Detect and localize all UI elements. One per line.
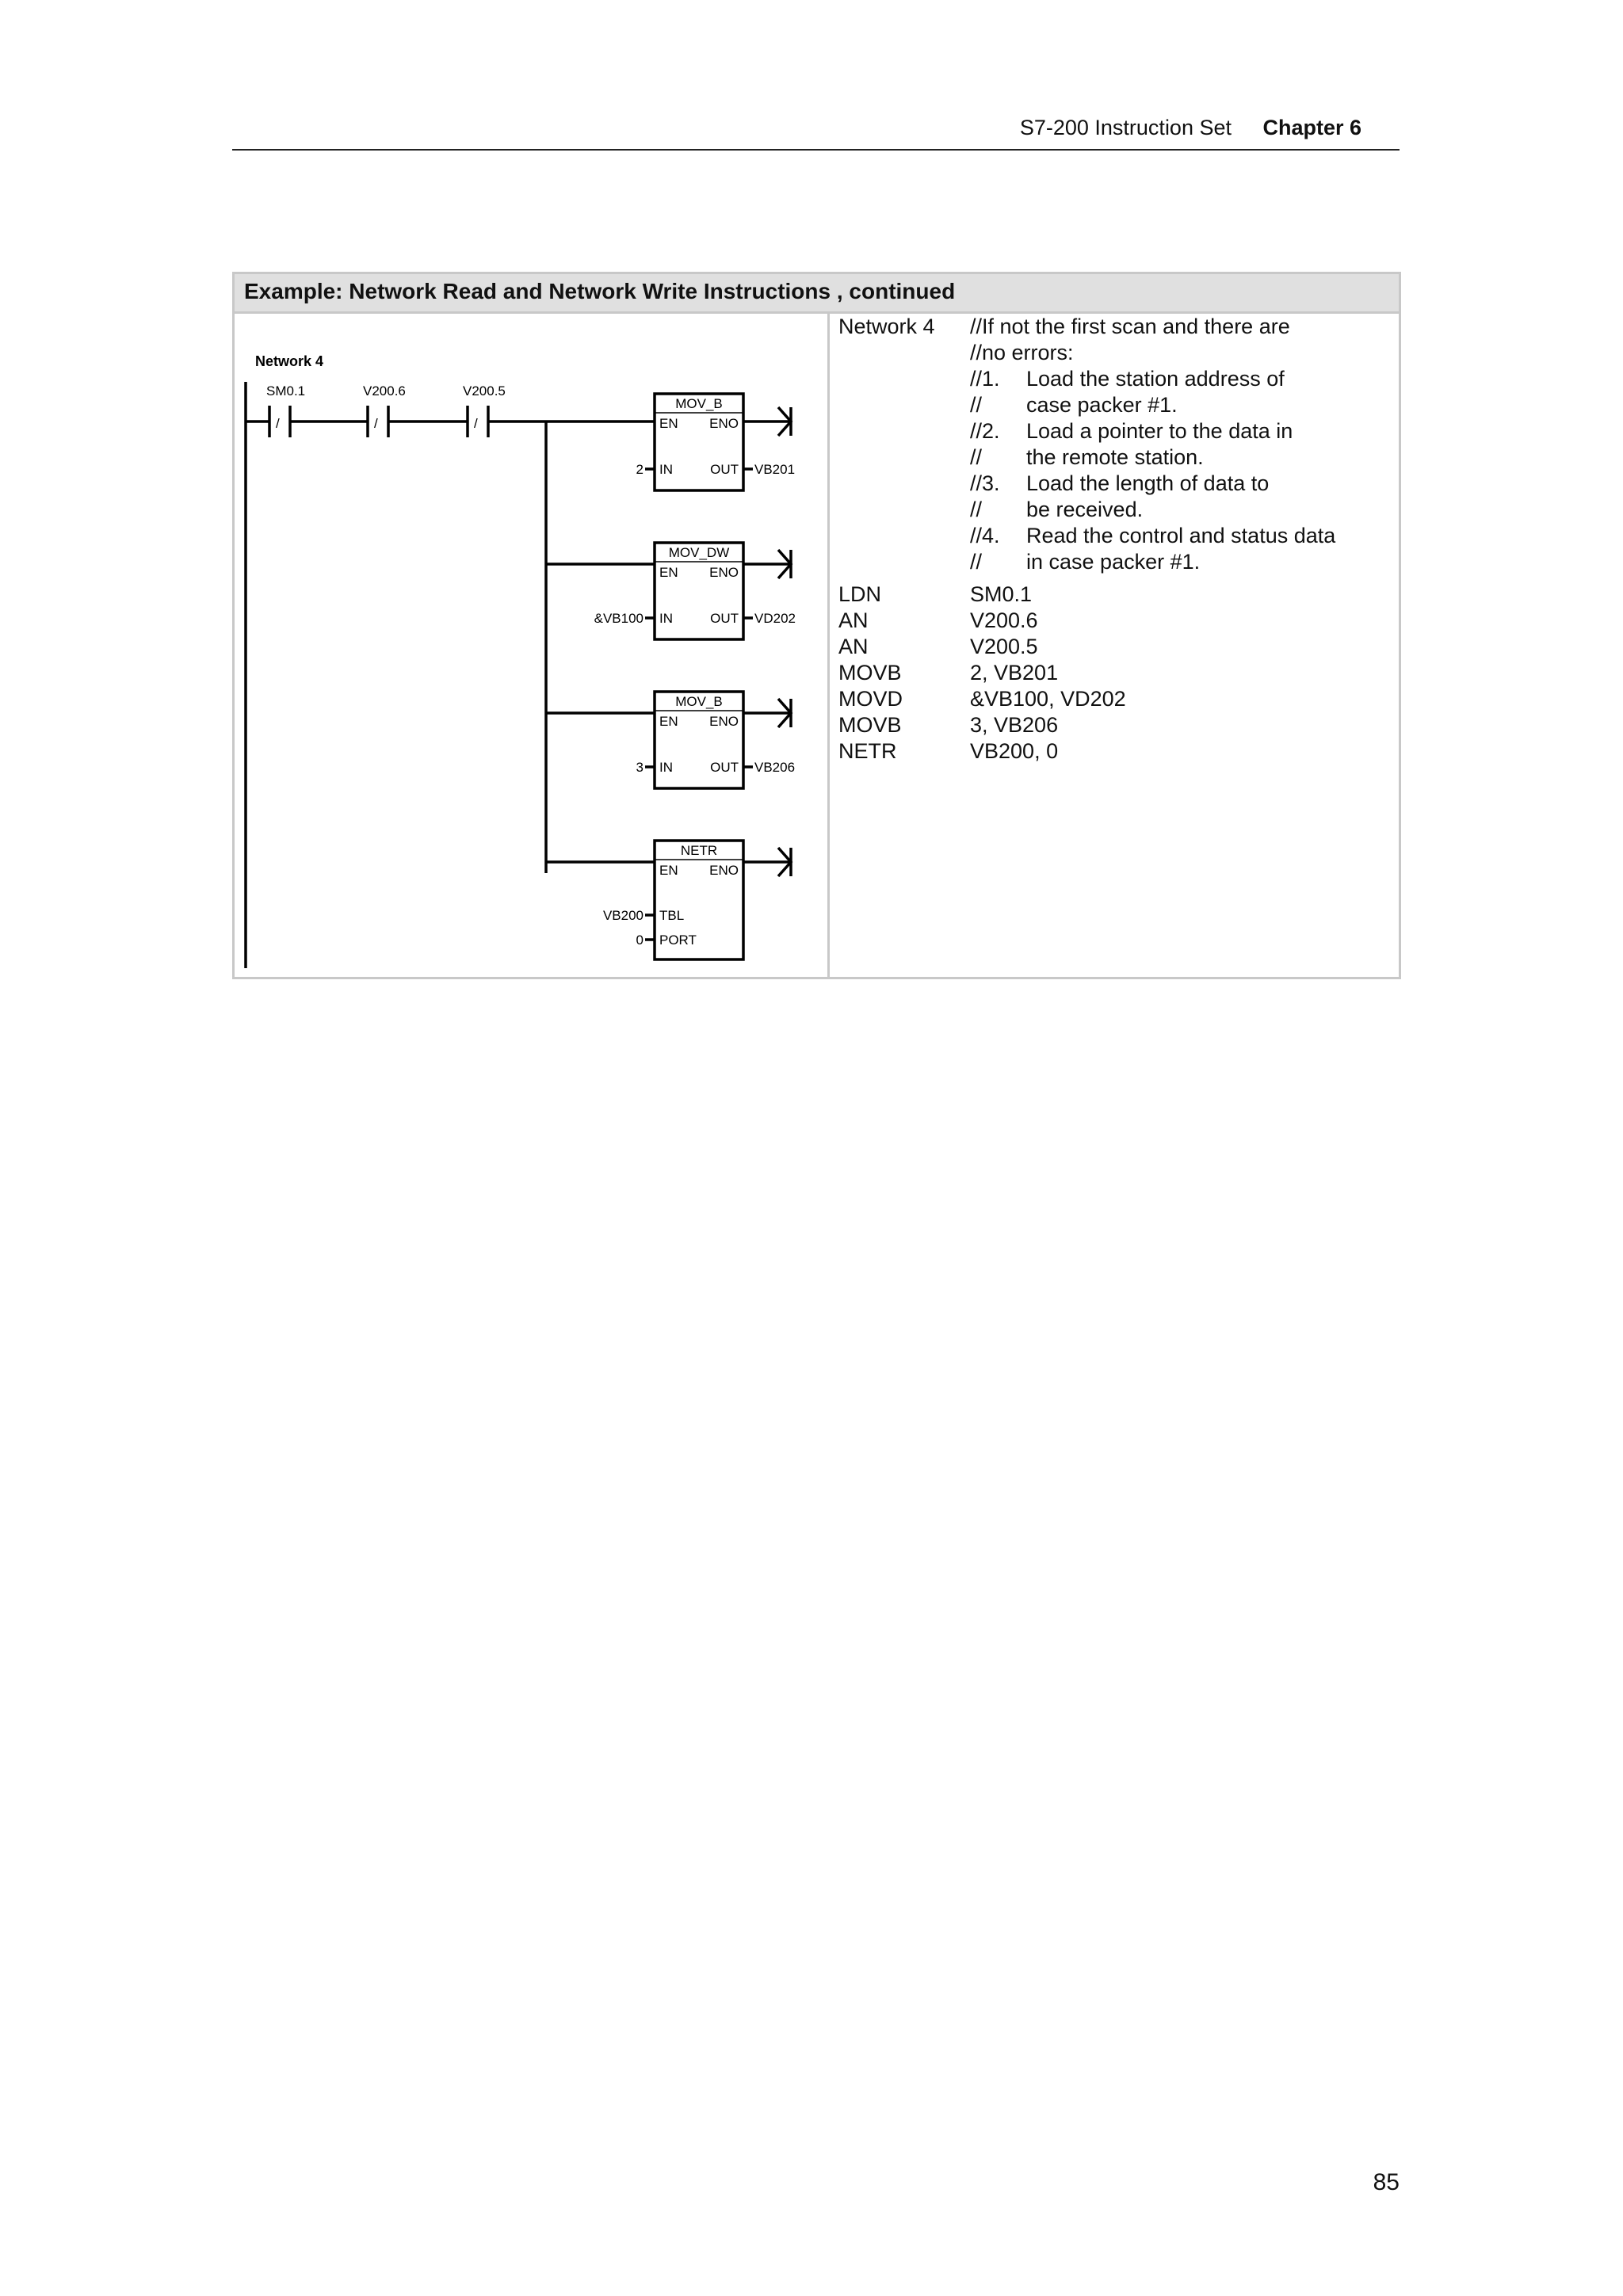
box-pin: ENO bbox=[709, 863, 739, 878]
box-pin: PORT bbox=[659, 933, 697, 948]
box-pin: OUT bbox=[710, 462, 739, 477]
stl-listing: Network 4 //If not the first scan and th… bbox=[838, 314, 1393, 765]
box-pin: EN bbox=[659, 863, 678, 878]
box-pin: ENO bbox=[709, 416, 739, 431]
stl-comment-num: // bbox=[970, 550, 983, 574]
stl-op: MOVD bbox=[838, 687, 903, 711]
stl-comment-num: //4. bbox=[970, 524, 1000, 547]
stl-op: NETR bbox=[838, 739, 897, 763]
stl-arg: V200.5 bbox=[970, 635, 1038, 658]
box-title: MOV_DW bbox=[669, 545, 730, 560]
stl-row: LDN SM0.1 bbox=[838, 582, 1393, 608]
stl-comment: Load the length of data to bbox=[1026, 471, 1270, 495]
stl-comment-num: // bbox=[970, 445, 983, 469]
stl-row: //1. Load the station address of bbox=[838, 366, 1393, 392]
stl-row: // be received. bbox=[838, 497, 1393, 523]
stl-arg: 2, VB201 bbox=[970, 661, 1059, 685]
ladder-network-label: Network 4 bbox=[255, 353, 323, 369]
stl-row: // the remote station. bbox=[838, 444, 1393, 471]
stl-row: // in case packer #1. bbox=[838, 549, 1393, 575]
box-pin: OUT bbox=[710, 611, 739, 626]
box-pin: EN bbox=[659, 565, 678, 580]
page-header: S7-200 Instruction Set Chapter 6 bbox=[232, 113, 1400, 151]
contact-symbol: / bbox=[474, 416, 478, 431]
stl-row: // case packer #1. bbox=[838, 392, 1393, 418]
box-pin: EN bbox=[659, 714, 678, 729]
contact-symbol: / bbox=[276, 416, 280, 431]
stl-row: //4. Read the control and status data bbox=[838, 523, 1393, 549]
stl-arg: V200.6 bbox=[970, 608, 1038, 632]
stl-row: NETR VB200, 0 bbox=[838, 738, 1393, 765]
operand-in: 2 bbox=[636, 462, 643, 477]
operand-in: &VB100 bbox=[594, 611, 643, 626]
contact-label: V200.6 bbox=[363, 383, 406, 399]
stl-op: LDN bbox=[838, 582, 882, 606]
stl-arg: &VB100, VD202 bbox=[970, 687, 1126, 711]
stl-row: MOVB 2, VB201 bbox=[838, 660, 1393, 686]
operand-in: 3 bbox=[636, 760, 643, 775]
stl-arg: SM0.1 bbox=[970, 582, 1033, 606]
contact-symbol: / bbox=[374, 416, 378, 431]
box-pin: EN bbox=[659, 416, 678, 431]
stl-comment: Read the control and status data bbox=[1026, 524, 1336, 547]
stl-comment: //If not the first scan and there are bbox=[970, 315, 1290, 338]
contact-label: V200.5 bbox=[463, 383, 506, 399]
box-title: NETR bbox=[681, 843, 717, 858]
column-divider bbox=[827, 314, 830, 977]
stl-op: MOVB bbox=[838, 661, 902, 685]
box-pin: IN bbox=[659, 611, 673, 626]
stl-comment: Load a pointer to the data in bbox=[1026, 419, 1293, 443]
stl-row: AN V200.6 bbox=[838, 608, 1393, 634]
operand-out: VB201 bbox=[754, 462, 795, 477]
contact-label: SM0.1 bbox=[266, 383, 305, 399]
example-table: Example: Network Read and Network Write … bbox=[232, 272, 1401, 979]
box-pin: ENO bbox=[709, 565, 739, 580]
header-chapter: Chapter 6 bbox=[1262, 116, 1361, 139]
stl-comment-num: //1. bbox=[970, 367, 1000, 391]
page-number: 85 bbox=[1373, 2169, 1400, 2195]
operand-in: 0 bbox=[636, 933, 643, 948]
stl-row: MOVD&VB100, VD202 bbox=[838, 686, 1393, 712]
box-title: MOV_B bbox=[675, 396, 723, 411]
operand-in: VB200 bbox=[603, 908, 643, 923]
operand-out: VB206 bbox=[754, 760, 795, 775]
stl-comment-num: // bbox=[970, 393, 983, 417]
stl-arg: 3, VB206 bbox=[970, 713, 1059, 737]
ladder-diagram: Network 4 SM0.1 V200.6 V200.5 / / / MOV_… bbox=[244, 318, 823, 976]
stl-comment: //no errors: bbox=[970, 341, 1074, 364]
stl-arg: VB200, 0 bbox=[970, 739, 1059, 763]
stl-comment-num: //2. bbox=[970, 419, 1000, 443]
stl-row: Network 4 //If not the first scan and th… bbox=[838, 314, 1393, 340]
stl-row: AN V200.5 bbox=[838, 634, 1393, 660]
operand-out: VD202 bbox=[754, 611, 796, 626]
stl-comment-num: // bbox=[970, 498, 983, 521]
box-title: MOV_B bbox=[675, 694, 723, 709]
stl-comment: case packer #1. bbox=[1026, 393, 1178, 417]
stl-op: MOVB bbox=[838, 713, 902, 737]
box-pin: IN bbox=[659, 760, 673, 775]
stl-row: //no errors: bbox=[838, 340, 1393, 366]
stl-network-label: Network 4 bbox=[838, 315, 935, 338]
ladder-svg: Network 4 SM0.1 V200.6 V200.5 / / / MOV_… bbox=[244, 353, 796, 968]
box-pin: OUT bbox=[710, 760, 739, 775]
stl-row: //3. Load the length of data to bbox=[838, 471, 1393, 497]
stl-comment: be received. bbox=[1026, 498, 1144, 521]
table-title: Example: Network Read and Network Write … bbox=[235, 274, 1399, 314]
stl-comment-num: //3. bbox=[970, 471, 1000, 495]
stl-comment: the remote station. bbox=[1026, 445, 1204, 469]
header-title: S7-200 Instruction Set bbox=[1019, 116, 1232, 139]
stl-op: AN bbox=[838, 608, 869, 632]
stl-row: //2. Load a pointer to the data in bbox=[838, 418, 1393, 444]
stl-comment: in case packer #1. bbox=[1026, 550, 1201, 574]
stl-op: AN bbox=[838, 635, 869, 658]
box-pin: ENO bbox=[709, 714, 739, 729]
box-pin: IN bbox=[659, 462, 673, 477]
box-pin: TBL bbox=[659, 908, 684, 923]
stl-comment: Load the station address of bbox=[1026, 367, 1285, 391]
stl-row: MOVB 3, VB206 bbox=[838, 712, 1393, 738]
